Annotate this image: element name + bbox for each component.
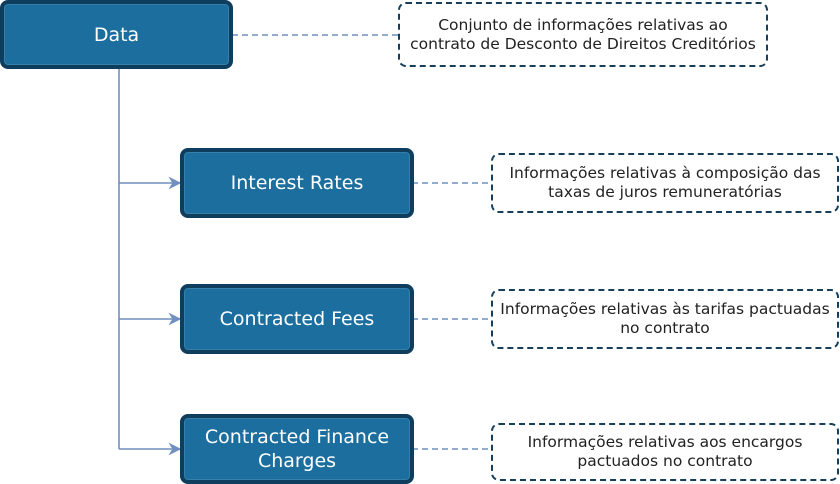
root-description-note: Conjunto de informações relativas ao con…	[398, 2, 768, 67]
node-contracted-finance-charges-label: Contracted Finance Charges	[204, 426, 390, 472]
node-contracted-fees-label: Contracted Fees	[219, 308, 375, 330]
node-interest-rates-label: Interest Rates	[230, 172, 364, 194]
note-contracted-fees-text: Informações relativas às tarifas pactuad…	[500, 300, 830, 337]
note-contracted-finance-charges: Informações relativas aos encargos pactu…	[491, 423, 839, 481]
root-description-text: Conjunto de informações relativas ao con…	[410, 15, 756, 53]
root-node-data[interactable]: Data	[0, 0, 233, 69]
root-node-label: Data	[93, 23, 140, 46]
node-contracted-finance-charges[interactable]: Contracted Finance Charges	[180, 414, 414, 484]
note-contracted-finance-charges-text: Informações relativas aos encargos pactu…	[527, 433, 803, 470]
node-interest-rates[interactable]: Interest Rates	[180, 148, 414, 218]
note-interest-rates: Informações relativas à composição das t…	[491, 153, 839, 213]
note-interest-rates-text: Informações relativas à composição das t…	[509, 164, 821, 201]
node-contracted-fees[interactable]: Contracted Fees	[180, 284, 414, 354]
note-contracted-fees: Informações relativas às tarifas pactuad…	[491, 289, 839, 349]
